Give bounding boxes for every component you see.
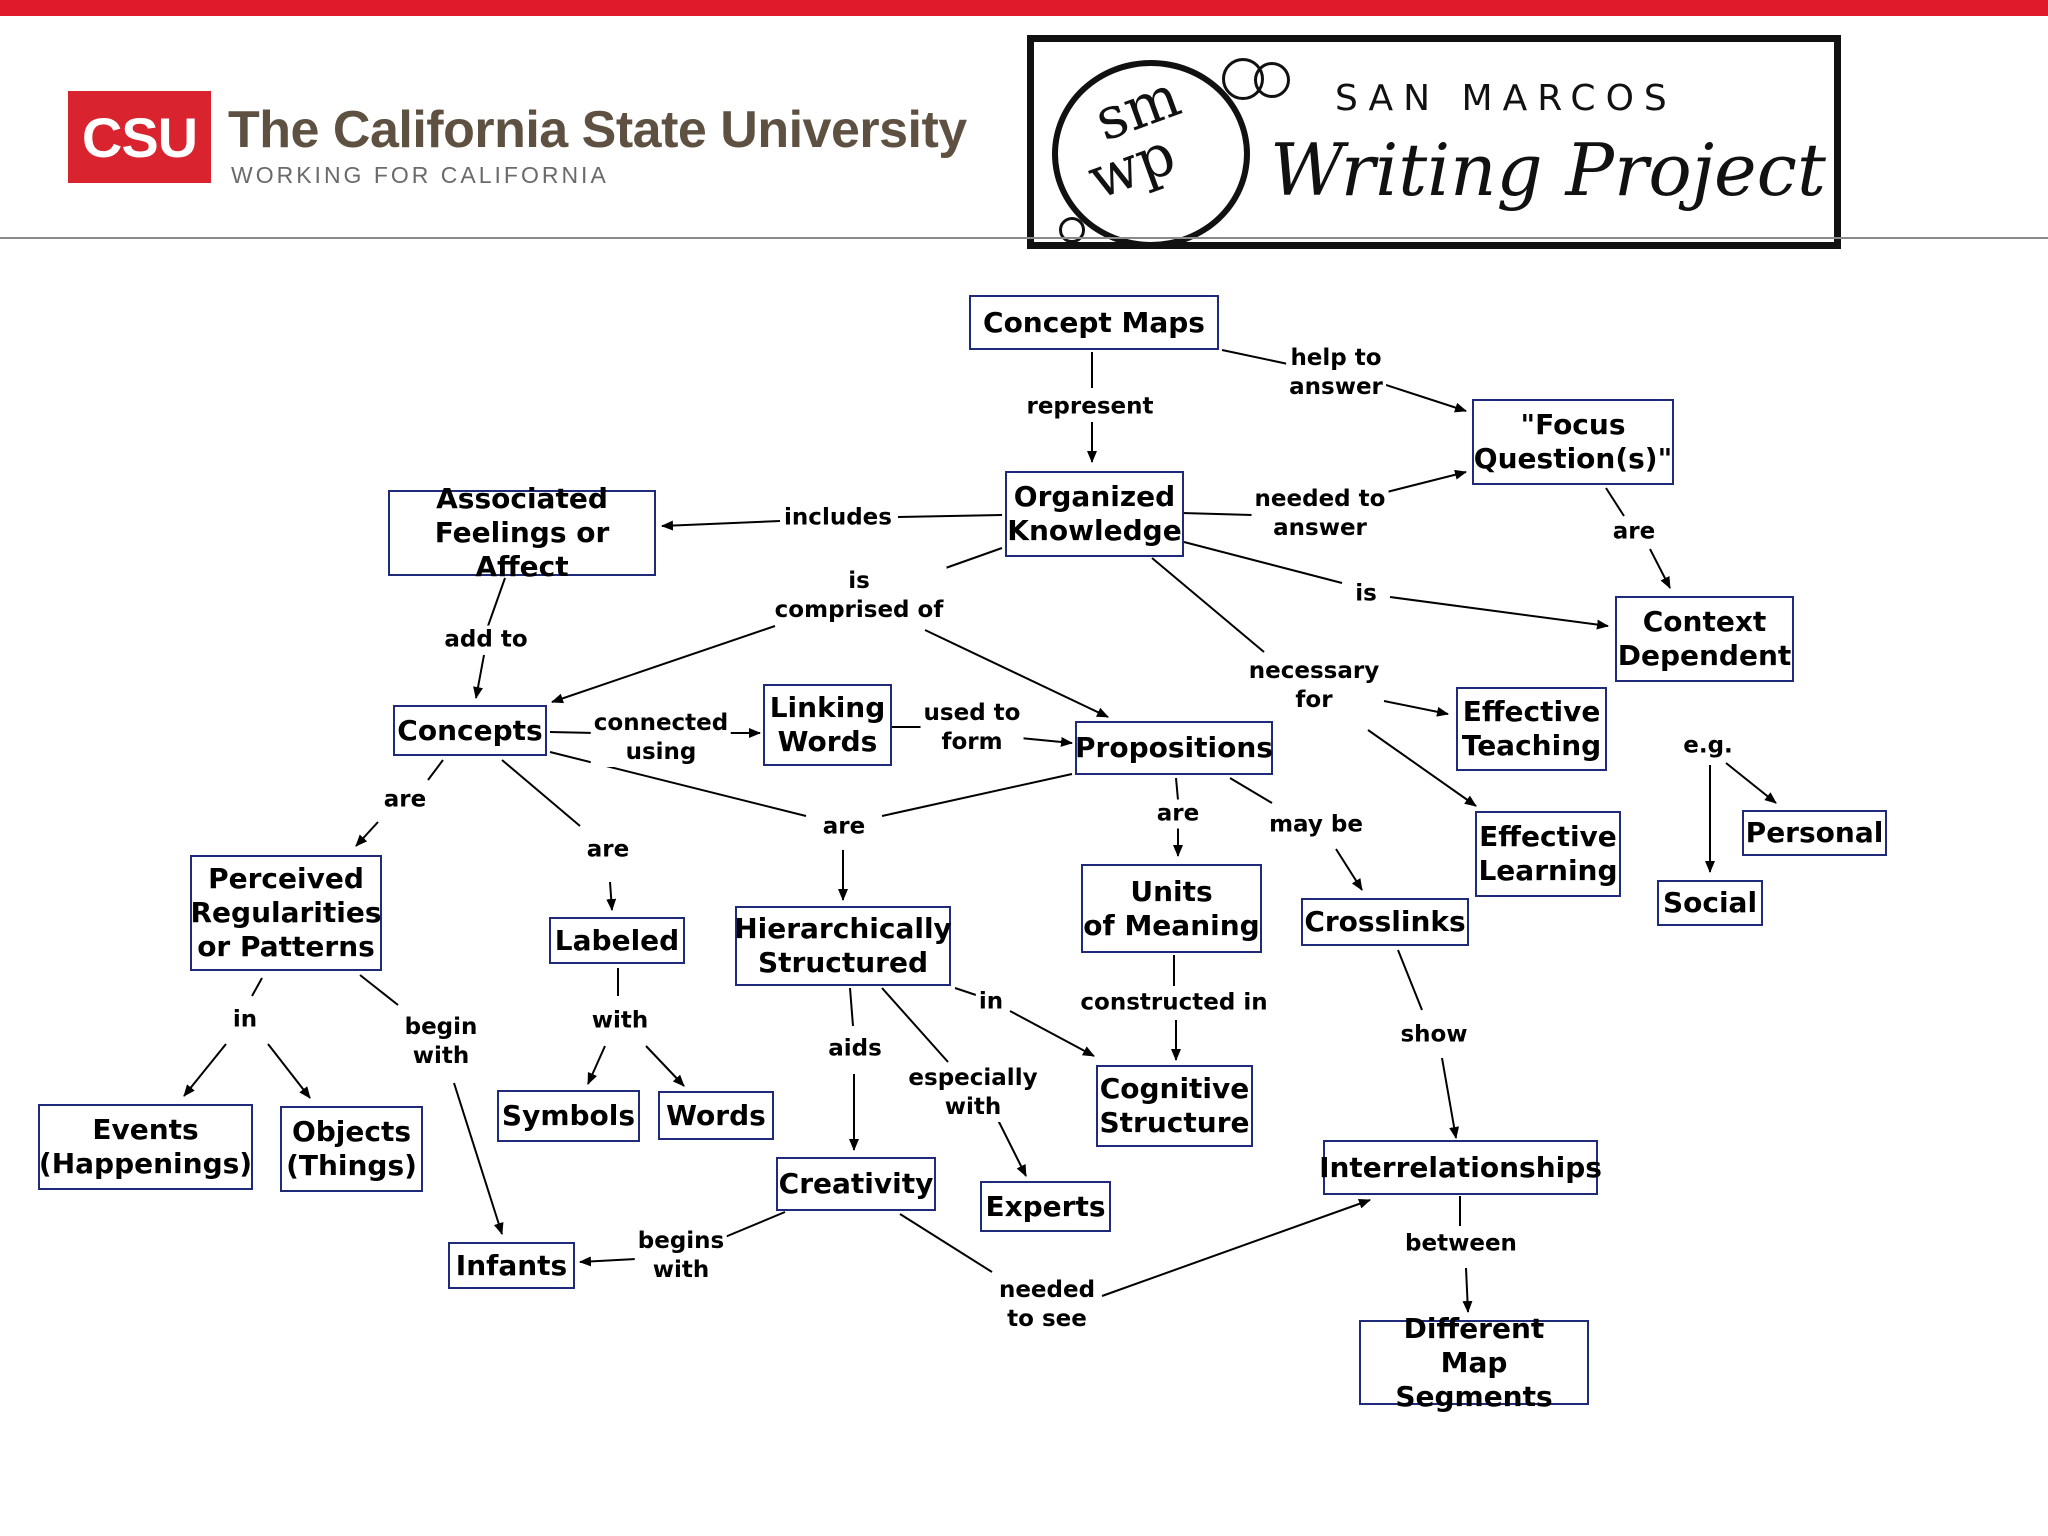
node-objects: Objects (Things) [280,1106,423,1192]
link-especially-with: especially with [905,1064,1041,1122]
smwp-bubble-small [1059,217,1085,243]
link-in-hierarchically: in [975,987,1007,1017]
node-concepts: Concepts [393,705,547,756]
smwp-title-line1: SAN MARCOS [1335,78,1677,119]
node-labeled: Labeled [549,917,685,964]
link-needed-to-answer: needed to answer [1251,485,1389,543]
link-show: show [1397,1020,1471,1050]
link-with-labeled: with [588,1006,652,1036]
link-is-comprised-of: is comprised of [771,567,947,625]
node-infants: Infants [448,1242,575,1289]
link-help-to-answer: help to answer [1286,344,1386,402]
smwp-logo-circle [1052,60,1250,248]
smwp-title-line2: Writing Project [1270,128,1826,212]
node-cognitive-structure: Cognitive Structure [1096,1065,1253,1147]
node-social: Social [1657,880,1763,926]
node-different-map-segments: Different Map Segments [1359,1312,1589,1413]
link-are-concepts: are [380,785,430,815]
link-aids: aids [825,1034,885,1064]
node-events: Events (Happenings) [38,1104,253,1190]
node-concept-maps: Concept Maps [969,295,1219,350]
link-in-perceived: in [229,1005,261,1035]
node-interrelationships: Interrelationships [1319,1140,1602,1195]
node-organized-knowledge: Organized Knowledge [1005,471,1184,557]
smwp-bubble-medium [1254,62,1290,98]
node-associated-feelings: Associated Feelings or Affect [388,482,656,583]
node-effective-learning: Effective Learning [1475,811,1621,897]
node-focus-questions: "Focus Question(s)" [1472,399,1674,485]
node-hierarchically-structured: Hierarchically Structured [734,906,952,986]
node-context-dependent: Context Dependent [1615,596,1794,682]
link-begins-with: begins with [634,1227,728,1285]
csu-logo: CSU [68,91,211,183]
node-linking-words: Linking Words [763,684,892,766]
node-crosslinks: Crosslinks [1301,898,1469,946]
top-accent-bar [0,0,2048,16]
link-used-to-form: used to form [920,699,1024,757]
header-divider [0,237,2048,239]
link-begin-with: begin with [401,1013,481,1071]
link-includes: includes [781,503,895,533]
link-eg: e.g. [1680,731,1736,761]
node-perceived-regularities: Perceived Regularities or Patterns [190,855,382,971]
link-are-labeled: are [583,835,633,865]
node-propositions: Propositions [1075,721,1273,775]
node-effective-teaching: Effective Teaching [1456,687,1607,771]
csu-tagline: WORKING FOR CALIFORNIA [231,162,609,188]
link-is-context: is [1352,579,1380,609]
csu-name: The California State University [228,101,967,159]
link-connected-using: connected using [590,709,732,767]
link-between: between [1402,1229,1520,1259]
node-personal: Personal [1742,810,1887,856]
node-experts: Experts [980,1181,1111,1232]
node-units-of-meaning: Units of Meaning [1081,864,1262,953]
link-are-units: are [1153,799,1203,829]
node-symbols: Symbols [497,1090,640,1142]
link-needed-to-see: needed to see [995,1276,1099,1334]
link-represent: represent [1023,392,1157,422]
link-constructed-in: constructed in [1077,988,1271,1018]
node-creativity: Creativity [776,1157,936,1211]
node-words: Words [658,1091,774,1140]
link-add-to: add to [441,625,531,655]
link-necessary-for: necessary for [1245,657,1383,715]
link-are-hierarchically: are [819,812,869,842]
link-are-focus: are [1609,517,1659,547]
link-may-be: may be [1266,810,1366,840]
